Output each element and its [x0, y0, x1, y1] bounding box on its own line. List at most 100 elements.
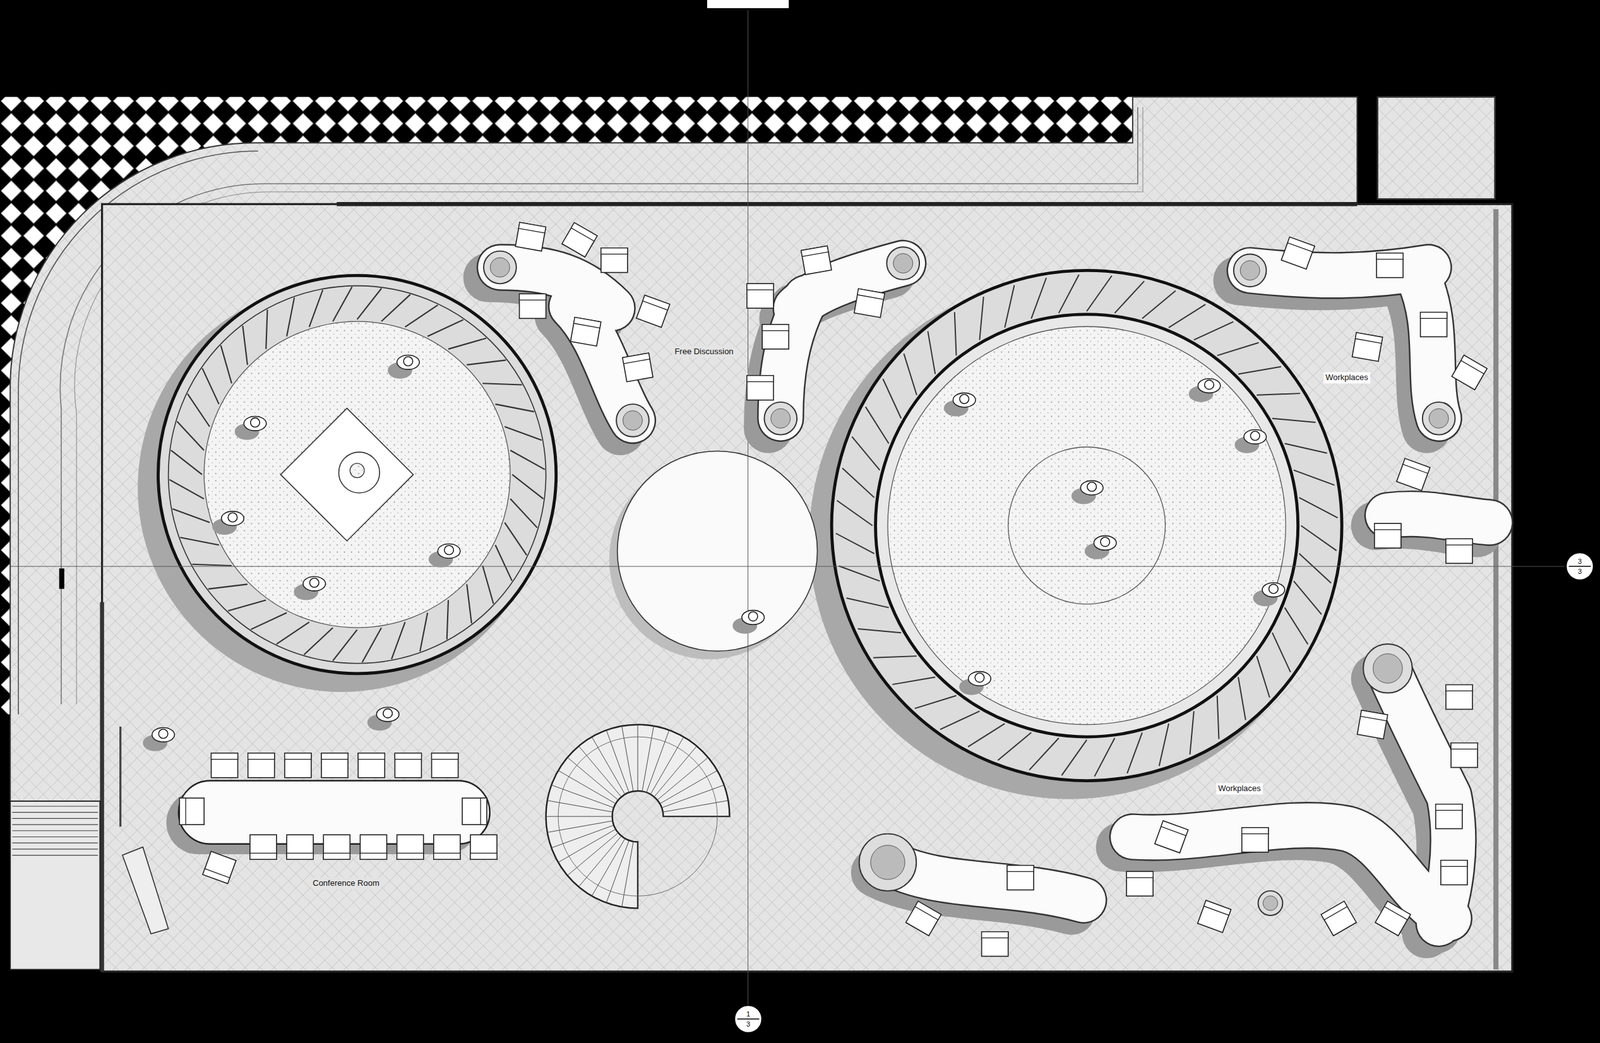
chair: [1451, 355, 1487, 391]
fin: [242, 325, 248, 365]
stair-tread: [11, 848, 98, 850]
fin: [482, 383, 522, 385]
wall: [336, 202, 1357, 206]
plant: [870, 845, 905, 880]
fin: [1256, 393, 1301, 396]
fin: [510, 498, 538, 528]
fin: [842, 467, 875, 498]
fin: [512, 474, 544, 500]
chair-back: [601, 248, 628, 255]
fin: [220, 345, 232, 384]
fin: [1272, 418, 1316, 423]
fin: [381, 294, 411, 322]
chair-back: [397, 853, 424, 860]
chair-back: [1384, 901, 1411, 920]
stair-tread: [637, 842, 639, 909]
chair: [1154, 820, 1189, 854]
stair-tread: [558, 770, 616, 804]
chair: [746, 375, 774, 401]
fin: [892, 676, 936, 685]
chair-back: [179, 798, 186, 825]
fin: [171, 450, 203, 475]
fin: [914, 695, 957, 709]
fin: [1142, 291, 1176, 319]
fin: [495, 544, 512, 581]
person-head: [1204, 380, 1215, 390]
round-room-wall: [875, 314, 1299, 737]
chair: [433, 834, 461, 860]
person-head: [227, 512, 238, 523]
chair-back: [1287, 236, 1315, 252]
fin: [1238, 366, 1282, 375]
floor-inlay: [339, 452, 381, 494]
chair-back: [202, 868, 230, 884]
chair-back: [1402, 458, 1431, 473]
floor-inlay: [349, 463, 365, 478]
fin: [495, 404, 534, 412]
chair-seat: [470, 834, 497, 860]
chair-seat: [248, 753, 275, 778]
chair-back: [321, 753, 348, 760]
fin: [309, 289, 323, 328]
chair-seat: [323, 834, 350, 860]
chair-seat: [1374, 523, 1402, 549]
person: [303, 576, 326, 592]
chair-seat: [179, 798, 204, 825]
person: [1243, 429, 1267, 445]
section-number: 3: [1565, 557, 1595, 566]
fin: [865, 406, 890, 444]
room-name: Workplaces: [1323, 371, 1371, 384]
fin: [967, 723, 1005, 747]
chair-back: [746, 283, 774, 290]
fin: [332, 286, 352, 322]
chair: [570, 317, 602, 347]
chair-back: [1461, 355, 1487, 374]
fin: [1194, 322, 1234, 341]
fin: [286, 297, 295, 336]
chair-back: [1360, 710, 1388, 722]
fin: [839, 566, 881, 582]
chair: [746, 283, 774, 309]
chair: [906, 901, 942, 936]
person: [397, 355, 420, 371]
fin: [169, 479, 204, 499]
chair-back: [358, 753, 385, 760]
chair-back: [211, 753, 239, 760]
plant: [1428, 408, 1449, 429]
person-head: [403, 356, 413, 367]
chair-back: [1374, 523, 1402, 530]
chair-seat: [202, 851, 237, 884]
section-marker: 33: [1565, 551, 1595, 581]
round-room-wall: [157, 275, 556, 674]
fin: [227, 599, 266, 611]
cabinet: [122, 847, 169, 934]
planter: [1258, 890, 1284, 916]
fin: [448, 338, 487, 350]
chair: [202, 851, 237, 884]
chair-seat: [801, 245, 832, 275]
grid-axis: [747, 10, 749, 1006]
chair: [358, 753, 385, 778]
chair-seat: [981, 931, 1009, 957]
floor-ring: [1008, 447, 1166, 605]
room-name: Free Discussion: [672, 346, 735, 358]
fin: [1086, 275, 1112, 312]
chair-back: [1126, 871, 1153, 878]
fin: [1300, 525, 1337, 551]
fin: [858, 628, 902, 633]
fin: [303, 627, 333, 655]
chair: [1440, 860, 1468, 886]
stair-tread: [621, 726, 634, 792]
chair-back: [359, 853, 387, 860]
stair-rail: [558, 736, 718, 896]
chair: [1435, 804, 1463, 830]
wall-panel: [119, 726, 122, 827]
planter: [764, 402, 797, 436]
fin: [466, 584, 472, 624]
person-head: [1100, 537, 1111, 547]
fin: [927, 331, 936, 375]
chair-seat: [1007, 865, 1034, 891]
chair: [321, 753, 348, 778]
person: [1262, 582, 1285, 598]
person-head: [309, 578, 319, 588]
